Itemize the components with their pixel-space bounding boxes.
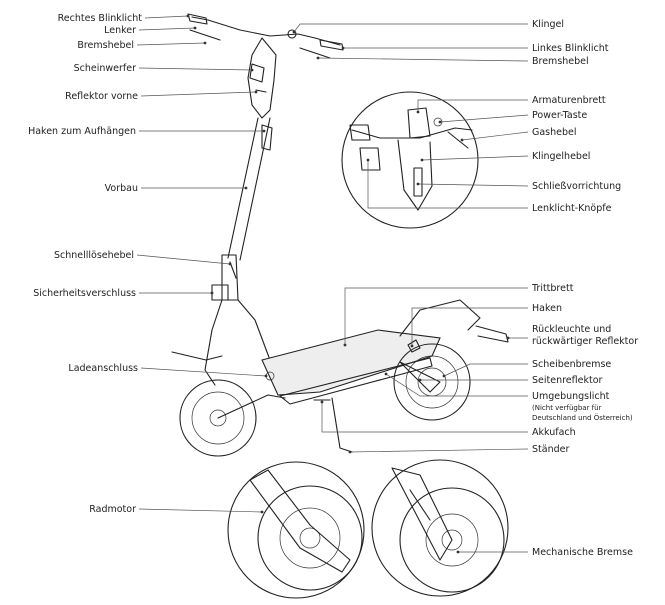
label-mechanische-bremse: Mechanische Bremse [532, 547, 633, 558]
deck-side [279, 357, 433, 405]
hanging-hook [261, 124, 273, 151]
label-linkes-blinklicht: Linkes Blinklicht [532, 43, 609, 54]
zoom-dashboard [407, 107, 431, 139]
zoom-brake-arm [391, 467, 453, 561]
zoom-brake-wheel [399, 487, 505, 593]
zoom-front-motor [227, 461, 365, 599]
front-reflector [255, 89, 267, 93]
label-scheibenbremse: Scheibenbremse [532, 359, 611, 370]
label-sicherheitsverschluss: Sicherheitsverschluss [33, 288, 136, 299]
hook [407, 339, 421, 353]
rear-fender [399, 299, 481, 337]
label-akkufach: Akkufach [532, 427, 576, 438]
label-bremshebel-links: Bremshebel [77, 40, 134, 51]
zoom-circle-handlebar [341, 91, 479, 229]
zoom-bar [351, 127, 473, 139]
label-lenker: Lenker [104, 25, 136, 36]
zoom-left-grip [349, 124, 371, 141]
stem-back [239, 117, 271, 261]
front-rim [191, 391, 245, 445]
label-trittbrett: Trittbrett [531, 283, 574, 294]
stem-head [247, 37, 277, 119]
zoom-handlebar [341, 91, 479, 229]
label-radmotor: Radmotor [89, 504, 136, 515]
rear-light [475, 325, 509, 343]
label-rueckleuchte-1: Rückleuchte und [532, 324, 611, 335]
rear-swingarm [399, 361, 441, 393]
handlebar [191, 16, 341, 46]
headlight [249, 63, 265, 83]
zoom-motor-hub [299, 527, 321, 549]
zoom-circle-brake [371, 459, 509, 597]
label-umgebungslicht-note-2: Deutschland und Österreich) [532, 413, 633, 422]
label-umgebungslicht-note-1: (Nicht verfügbar für [532, 404, 602, 412]
zoom-motor-wheel [257, 485, 363, 591]
label-gashebel: Gashebel [532, 127, 577, 138]
zoom-brake-hub [441, 529, 463, 551]
label-ladeanschluss: Ladeanschluss [68, 363, 138, 374]
label-bremshebel-rechts: Bremshebel [532, 56, 589, 67]
zoom-brake-disc [425, 513, 479, 567]
label-haken-aufhaengen: Haken zum Aufhängen [28, 126, 136, 137]
label-lenklicht-knoepfe: Lenklicht-Knöpfe [532, 203, 612, 214]
label-reflektor-vorne: Reflektor vorne [65, 91, 138, 102]
scooter-illustration [171, 13, 509, 457]
left-labels: Rechtes Blinklicht Lenker Bremshebel Sch… [28, 13, 268, 515]
label-seitenreflektor: Seitenreflektor [532, 375, 603, 386]
zoom-lock [413, 167, 423, 197]
front-fender [171, 351, 223, 361]
zoom-brake [371, 459, 509, 597]
right-grip [187, 13, 208, 25]
left-grip [319, 39, 344, 51]
safety-lock [211, 284, 229, 301]
zoom-throttle [447, 131, 469, 149]
right-brake-lever [189, 29, 221, 41]
label-rueckleuchte-2: rückwärtiger Reflektor [532, 336, 638, 347]
front-fork [204, 299, 223, 386]
label-staender: Ständer [532, 444, 569, 455]
zoom-circle-motor [227, 461, 365, 599]
left-brake-lever [299, 47, 331, 59]
label-haken: Haken [532, 303, 562, 314]
zoom-light-buttons [359, 147, 381, 171]
rear-wheel [393, 343, 471, 421]
label-umgebungslicht: Umgebungslicht [532, 391, 610, 402]
zoom-motor-rim [279, 507, 341, 569]
zoom-motor-fork [249, 469, 351, 573]
label-power-taste: Power-Taste [532, 110, 587, 121]
label-schliessvorrichtung: Schließvorrichtung [532, 181, 621, 192]
bell [287, 29, 297, 39]
zoom-stem [397, 139, 433, 211]
label-schnellloesehebel: Schnelllösehebel [54, 250, 134, 261]
front-hub [209, 409, 227, 427]
label-scheinwerfer: Scheinwerfer [74, 63, 136, 74]
front-wheel [179, 379, 257, 457]
kickstand [331, 397, 353, 453]
label-klingel: Klingel [532, 19, 564, 30]
zoom-brake-cable [409, 489, 431, 521]
label-vorbau: Vorbau [105, 183, 138, 194]
label-rechtes-blinklicht: Rechtes Blinklicht [58, 13, 143, 24]
right-labels: Klingel Linkes Blinklicht Bremshebel Arm… [292, 19, 638, 558]
label-klingelhebel: Klingelhebel [532, 151, 590, 162]
front-swingarm [217, 394, 286, 419]
label-armaturenbrett: Armaturenbrett [532, 95, 606, 106]
disc-brake [417, 367, 447, 397]
rear-rim [405, 355, 459, 409]
